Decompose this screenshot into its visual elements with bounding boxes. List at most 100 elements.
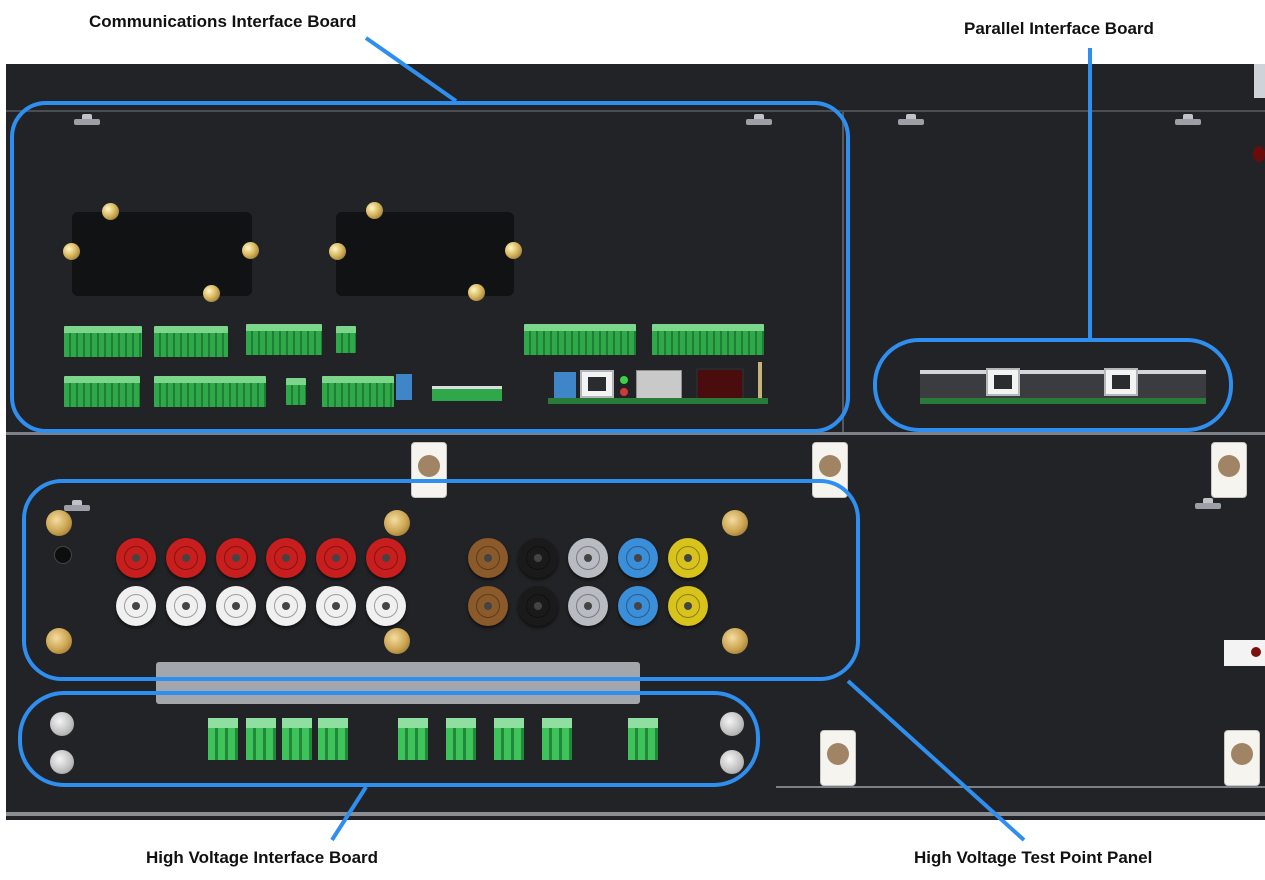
screw-icon	[1195, 498, 1221, 510]
pcb-edge	[548, 398, 768, 404]
terminal-block-icon	[246, 324, 322, 355]
brass-standoff-icon	[63, 243, 80, 260]
test-jack-icon[interactable]	[518, 586, 558, 626]
display-window	[696, 368, 744, 402]
test-jack-icon[interactable]	[568, 538, 608, 578]
communications-board-label: Communications Interface Board	[89, 12, 357, 31]
cable-clip-icon	[820, 730, 856, 786]
hv-test-point-panel-callout	[22, 479, 860, 681]
ribbon-connector	[432, 386, 502, 401]
hv-test-point-panel-label: High Voltage Test Point Panel	[914, 848, 1153, 867]
terminal-block-icon	[524, 324, 636, 355]
terminal-block-icon	[494, 718, 524, 760]
terminal-block-icon	[398, 718, 428, 760]
test-jack-icon[interactable]	[116, 586, 156, 626]
ground-post	[54, 546, 72, 564]
screw-icon	[1175, 114, 1201, 126]
option-slot-cover	[72, 212, 252, 296]
brass-standoff-icon	[722, 510, 748, 536]
screw-icon	[74, 114, 100, 126]
screw-icon	[898, 114, 924, 126]
terminal-block-icon	[154, 326, 228, 357]
test-jack-icon[interactable]	[166, 538, 206, 578]
communications-leader-line	[364, 36, 458, 103]
hv-test-point-leader-line	[846, 679, 1026, 842]
test-jack-icon[interactable]	[316, 586, 356, 626]
parallel-board-label: Parallel Interface Board	[964, 19, 1154, 38]
brass-standoff-icon	[366, 202, 383, 219]
connector-housing	[554, 372, 576, 400]
terminal-block-icon	[208, 718, 238, 760]
terminal-block-icon	[322, 376, 394, 407]
terminal-block-icon	[64, 326, 142, 357]
screw-icon	[746, 114, 772, 126]
test-point-legend-strip	[156, 662, 640, 704]
cable-clip-icon	[1211, 442, 1247, 498]
test-jack-icon[interactable]	[668, 586, 708, 626]
parallel-board-callout	[873, 338, 1233, 432]
terminal-block-icon	[652, 324, 764, 355]
rj45-port-icon	[580, 370, 614, 398]
test-jack-icon[interactable]	[116, 538, 156, 578]
corner-bracket	[1254, 64, 1265, 98]
brass-standoff-icon	[468, 284, 485, 301]
test-jack-icon[interactable]	[216, 538, 256, 578]
indicator-led	[1251, 647, 1261, 657]
hv-interface-board-callout	[18, 691, 760, 787]
test-jack-icon[interactable]	[366, 586, 406, 626]
test-jack-icon[interactable]	[518, 538, 558, 578]
test-jack-icon[interactable]	[266, 586, 306, 626]
terminal-block-icon	[628, 718, 658, 760]
communications-board-callout	[10, 101, 850, 433]
brass-standoff-icon	[102, 203, 119, 220]
board-divider	[842, 112, 844, 432]
top-rail	[6, 110, 1265, 112]
rj45-port-icon	[1104, 368, 1138, 396]
usb-port	[636, 370, 682, 402]
option-slot-cover	[336, 212, 514, 296]
test-jack-icon[interactable]	[366, 538, 406, 578]
test-jack-icon[interactable]	[468, 586, 508, 626]
terminal-block-icon	[246, 718, 276, 760]
test-jack-icon[interactable]	[668, 538, 708, 578]
test-jack-icon[interactable]	[618, 586, 658, 626]
screw-icon	[64, 500, 90, 512]
lower-rail	[776, 786, 1265, 788]
terminal-block-icon	[286, 378, 306, 405]
test-jack-icon[interactable]	[216, 586, 256, 626]
test-jack-icon[interactable]	[468, 538, 508, 578]
rj45-port-icon	[986, 368, 1020, 396]
link-led	[620, 376, 628, 384]
brass-standoff-icon	[505, 242, 522, 259]
test-jack-icon[interactable]	[266, 538, 306, 578]
board-edge	[758, 362, 762, 398]
indicator-led	[1253, 146, 1265, 162]
brass-standoff-icon	[384, 510, 410, 536]
test-jack-icon[interactable]	[166, 586, 206, 626]
hv-interface-leader-line	[330, 785, 368, 842]
test-jack-icon[interactable]	[568, 586, 608, 626]
connector-housing	[396, 374, 412, 400]
cable-clip-icon	[1224, 730, 1260, 786]
test-jack-icon[interactable]	[316, 538, 356, 578]
bottom-rail	[6, 812, 1265, 816]
brass-standoff-icon	[203, 285, 220, 302]
upper-shelf-rail	[6, 432, 1265, 435]
test-jack-icon[interactable]	[618, 538, 658, 578]
terminal-block-icon	[446, 718, 476, 760]
hv-interface-board-label: High Voltage Interface Board	[146, 848, 379, 867]
brass-standoff-icon	[242, 242, 259, 259]
terminal-block-icon	[154, 376, 266, 407]
terminal-block-icon	[282, 718, 312, 760]
activity-led	[620, 388, 628, 396]
terminal-block-icon	[318, 718, 348, 760]
cable-clip-icon	[411, 442, 447, 498]
brass-standoff-icon	[329, 243, 346, 260]
brass-standoff-icon	[384, 628, 410, 654]
terminal-block-icon	[542, 718, 572, 760]
brass-standoff-icon	[722, 628, 748, 654]
terminal-block-icon	[64, 376, 140, 407]
pcb-edge	[920, 398, 1206, 404]
terminal-block-icon	[336, 326, 356, 353]
